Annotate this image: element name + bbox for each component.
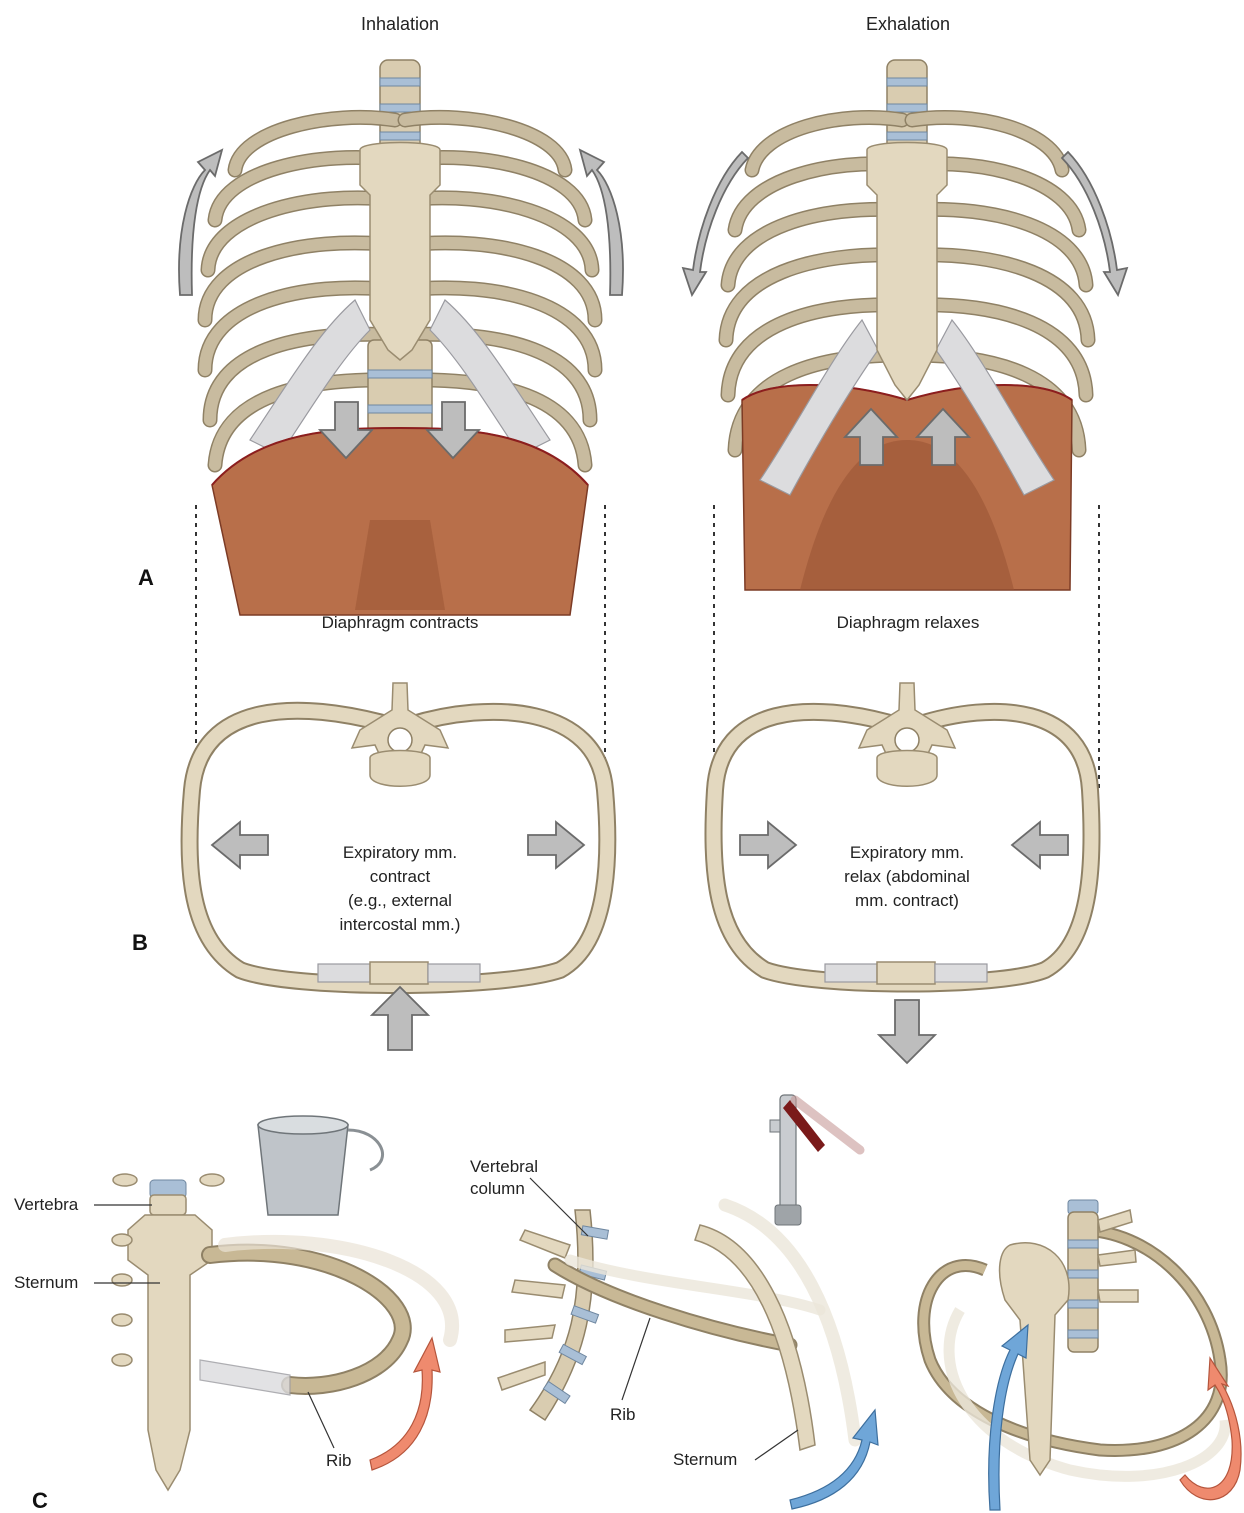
- inhalation-cross-section: Expiratory mm. contract (e.g., external …: [189, 683, 607, 1050]
- combined-motion-diagram: [924, 1200, 1241, 1510]
- cross-section-right-caption-3: mm. contract): [855, 891, 959, 910]
- cross-section-left-caption-2: contract: [370, 867, 431, 886]
- bucket-handle-diagram: Vertebra Sternum Rib: [14, 1116, 452, 1490]
- exhalation-title: Exhalation: [866, 14, 950, 34]
- cross-section-right-caption-1: Expiratory mm.: [850, 843, 964, 862]
- label-sternum-middle: Sternum: [673, 1450, 737, 1469]
- exhalation-ribcage: [726, 60, 1088, 590]
- pump-handle-diagram: Vertebral column Rib Sternum: [470, 1095, 878, 1509]
- label-rib-left: Rib: [326, 1451, 352, 1470]
- bucket-handle-icon: [258, 1116, 383, 1215]
- panel-c-label: C: [32, 1488, 48, 1513]
- diaphragm-relaxes-caption: Diaphragm relaxes: [837, 613, 980, 632]
- panel-b-label: B: [132, 930, 148, 955]
- cross-section-left-caption-3: (e.g., external: [348, 891, 452, 910]
- exhalation-cross-section: Expiratory mm. relax (abdominal mm. cont…: [713, 683, 1091, 1063]
- label-vertebra: Vertebra: [14, 1195, 79, 1214]
- cross-section-left-caption-1: Expiratory mm.: [343, 843, 457, 862]
- cross-section-left-caption-4: intercostal mm.): [340, 915, 461, 934]
- inhalation-title: Inhalation: [361, 14, 439, 34]
- blue-upward-arrow: [989, 1325, 1028, 1510]
- label-sternum-left: Sternum: [14, 1273, 78, 1292]
- panel-a-label: A: [138, 565, 154, 590]
- label-vertebral-column-2: column: [470, 1179, 525, 1198]
- cross-section-right-caption-2: relax (abdominal: [844, 867, 970, 886]
- label-vertebral-column-1: Vertebral: [470, 1157, 538, 1176]
- pump-handle-icon: [770, 1095, 860, 1225]
- label-rib-middle: Rib: [610, 1405, 636, 1424]
- inhalation-ribcage: [205, 60, 595, 615]
- diaphragm-contracts-caption: Diaphragm contracts: [322, 613, 479, 632]
